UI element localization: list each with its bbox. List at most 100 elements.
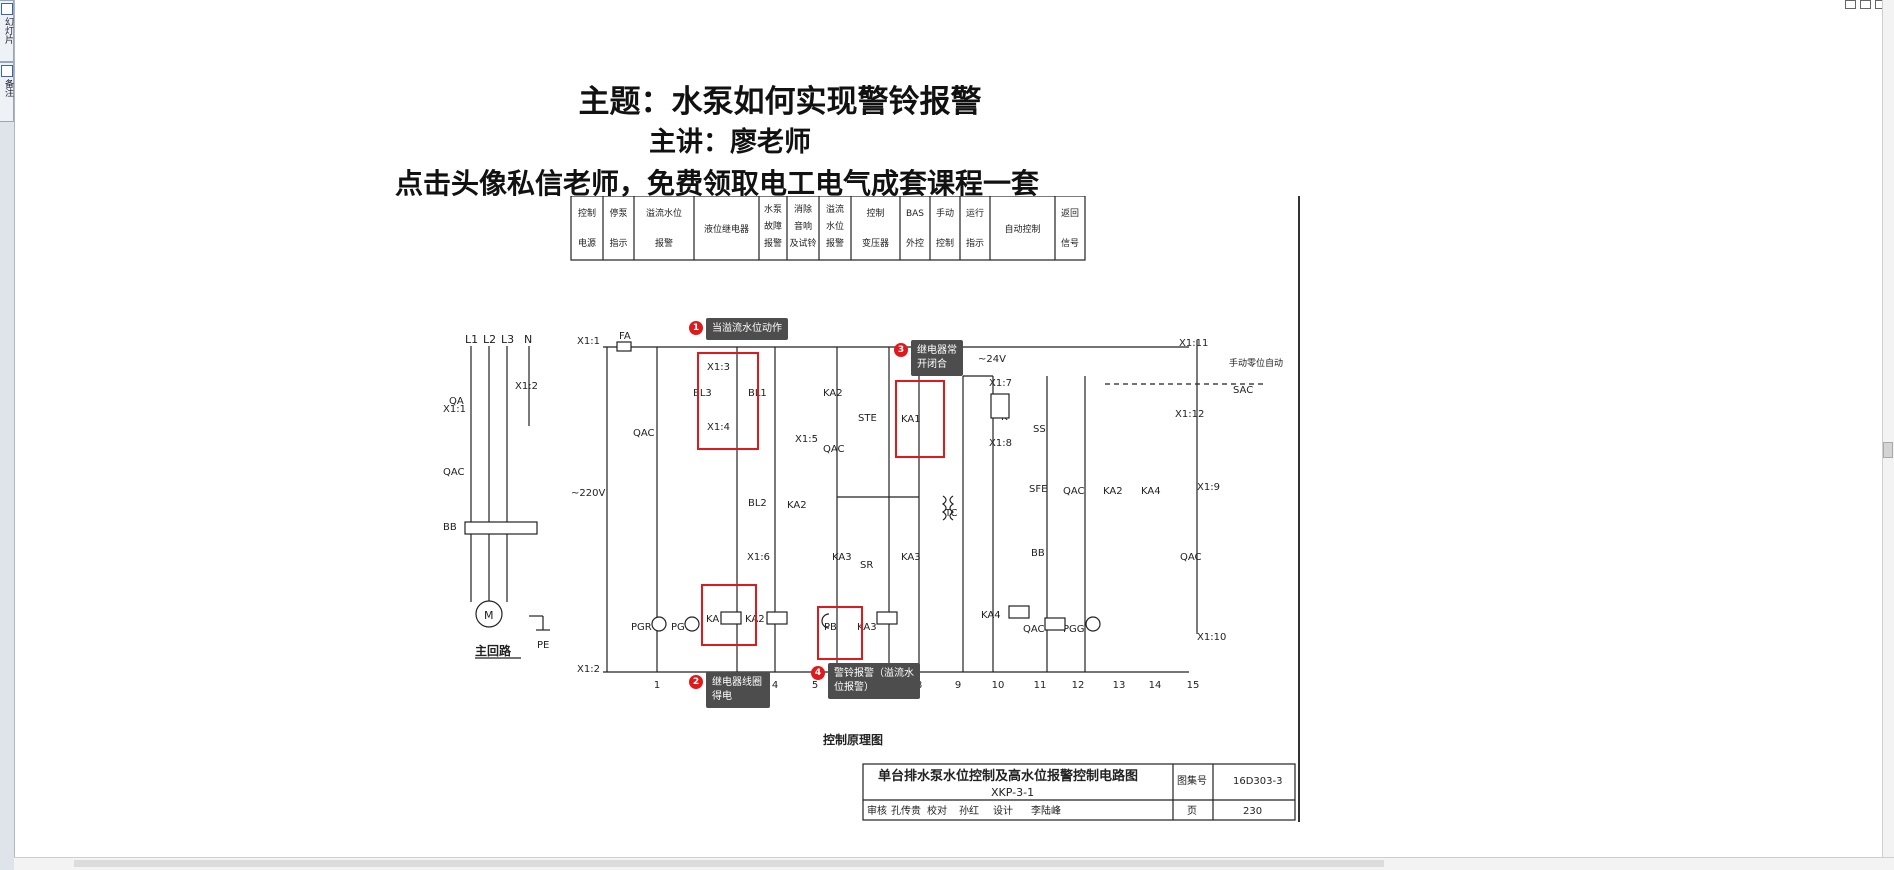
label-ka4: KA4 [1141, 486, 1161, 497]
label-qac3: QAC [1063, 486, 1085, 497]
vertical-scroll-thumb[interactable] [1883, 442, 1893, 458]
header-cell-1-line-0: 停泵 [609, 207, 627, 219]
highlight-bl3-contact [697, 352, 759, 450]
callout-3-marker[interactable]: 3 [894, 343, 908, 357]
callout-2-text: 继电器线圈得电 [706, 672, 770, 708]
highlight-ka1-contact [895, 380, 945, 458]
label-bl2: BL2 [748, 498, 767, 509]
restore-icon[interactable] [1860, 0, 1871, 9]
header-cell-12-line-0: 返回 [1061, 207, 1079, 219]
label-ka2c: KA2 [1103, 486, 1123, 497]
phase-n: N [524, 333, 532, 346]
header-cell-7-line-0: 控制 [866, 207, 884, 219]
label-ka1: KA1 [901, 414, 921, 425]
column-number-15: 15 [1187, 680, 1200, 691]
column-number-11: 11 [1034, 680, 1047, 691]
tab-slides-label: 幻灯片 [3, 17, 13, 44]
term-x1-2-main: X1:2 [515, 381, 538, 392]
label-ka3: KA3 [832, 552, 852, 563]
label-qac4: QAC [1023, 624, 1045, 635]
promo-title: 点击头像私信老师，免费领取电工电气成套课程一套 [395, 167, 1040, 200]
callout-1-marker[interactable]: 1 [689, 321, 703, 335]
circuit-diagram: 控制电源停泵指示溢流水位报警液位继电器水泵故障报警消除音响及试铃溢流水位报警控制… [403, 196, 1300, 822]
label-pgr: PGR [631, 622, 652, 633]
label-qac5: QAC [1180, 552, 1202, 563]
function-header-table: 控制电源停泵指示溢流水位报警液位继电器水泵故障报警消除音响及试铃溢流水位报警控制… [570, 196, 1086, 261]
title-block-sign-1: 孔传贵 [891, 804, 921, 817]
atlas-number: 16D303-3 [1233, 776, 1282, 787]
main-circuit-label: 主回路 [475, 643, 512, 658]
column-number-5: 5 [812, 680, 818, 691]
control-diagram-label: 控制原理图 [823, 732, 883, 747]
header-cell-6-line-1: 水位 [826, 220, 844, 232]
term-x1-7: X1:7 [989, 378, 1012, 389]
label-ka2b: KA2 [823, 388, 843, 399]
tab-notes-label: 备注 [3, 79, 13, 97]
header-cell-5-line-2: 及试铃 [789, 237, 816, 249]
header-cell-4-line-2: 报警 [764, 237, 782, 249]
label-qac2: QAC [823, 444, 845, 455]
highlight-bell [817, 606, 863, 660]
horizontal-scroll-thumb[interactable] [74, 860, 1384, 867]
term-x1-9: X1:9 [1197, 482, 1220, 493]
schematic-svg: 控制电源停泵指示溢流水位报警液位继电器水泵故障报警消除音响及试铃溢流水位报警控制… [443, 196, 1296, 821]
highlight-ka1-coil [701, 584, 757, 646]
column-number-10: 10 [992, 680, 1005, 691]
voltage-220: ~220V [571, 488, 605, 499]
vertical-scrollbar[interactable] [1882, 0, 1894, 858]
label-pgg: PGG [1063, 624, 1085, 635]
tab-slides[interactable]: 幻灯片 [0, 0, 14, 62]
header-cell-8-line-0: BAS [906, 209, 924, 219]
slides-icon [1, 3, 13, 15]
callout-3-text: 继电器常开闭合 [911, 340, 963, 376]
lecturer-title: 主讲：廖老师 [649, 127, 811, 158]
callout-4-text: 警铃报警（溢流水位报警） [828, 663, 920, 699]
column-number-9: 9 [955, 680, 961, 691]
header-cell-6-line-2: 报警 [826, 237, 844, 249]
label-bb: BB [1031, 548, 1045, 559]
page-label: 页 [1187, 805, 1197, 817]
main-circuit: M [464, 346, 550, 659]
label-bb-main: BB [443, 522, 457, 533]
term-x1-3: X1:3 [707, 362, 730, 373]
label-pgy: PGY [671, 622, 691, 633]
column-number-14: 14 [1149, 680, 1162, 691]
title-block-sign-0: 审核 [867, 804, 887, 817]
header-cell-4-line-0: 水泵 [764, 203, 782, 215]
header-cell-9-line-1: 控制 [936, 237, 954, 249]
header-cell-10-line-0: 运行 [966, 207, 984, 219]
manual-auto: 手动零位自动 [1229, 357, 1283, 369]
label-sfe: SFE [1029, 484, 1047, 495]
header-cell-12-line-1: 信号 [1061, 237, 1079, 249]
svg-text:M: M [484, 609, 494, 622]
notes-icon [1, 65, 13, 77]
horizontal-scrollbar[interactable] [14, 857, 1894, 870]
page-number: 230 [1243, 806, 1262, 817]
label-pe: PE [537, 640, 549, 651]
voltage-24: ~24V [978, 354, 1006, 365]
label-qac: QAC [633, 428, 655, 439]
label-sr: SR [860, 560, 873, 571]
callout-2-marker[interactable]: 2 [689, 675, 703, 689]
window-controls [1845, 0, 1886, 10]
column-number-4: 4 [772, 680, 778, 691]
label-ka2-coil: KA2 [745, 614, 765, 625]
header-cell-3-line-0: 液位继电器 [704, 223, 749, 235]
header-cell-9-line-0: 手动 [936, 207, 954, 219]
term-x1-12: X1:12 [1175, 409, 1204, 420]
term-x1-11: X1:11 [1179, 338, 1208, 349]
label-ka3-coil: KA3 [857, 622, 877, 633]
header-cell-6-line-0: 溢流 [826, 203, 844, 215]
label-ste: STE [858, 413, 877, 424]
phase-l1: L1 [465, 333, 478, 346]
tab-notes[interactable]: 备注 [0, 62, 14, 122]
title-block-code: XKP-3-1 [991, 786, 1034, 799]
callout-4-marker[interactable]: 4 [811, 666, 825, 680]
title-block-sign-3: 孙红 [959, 804, 979, 817]
minimize-icon[interactable] [1845, 0, 1856, 9]
term-x1-5: X1:5 [795, 434, 818, 445]
column-number-12: 12 [1072, 680, 1085, 691]
left-panel-strip: 幻灯片 备注 [0, 0, 15, 870]
header-cell-2-line-1: 报警 [655, 237, 673, 249]
header-cell-7-line-1: 变压器 [862, 237, 889, 249]
